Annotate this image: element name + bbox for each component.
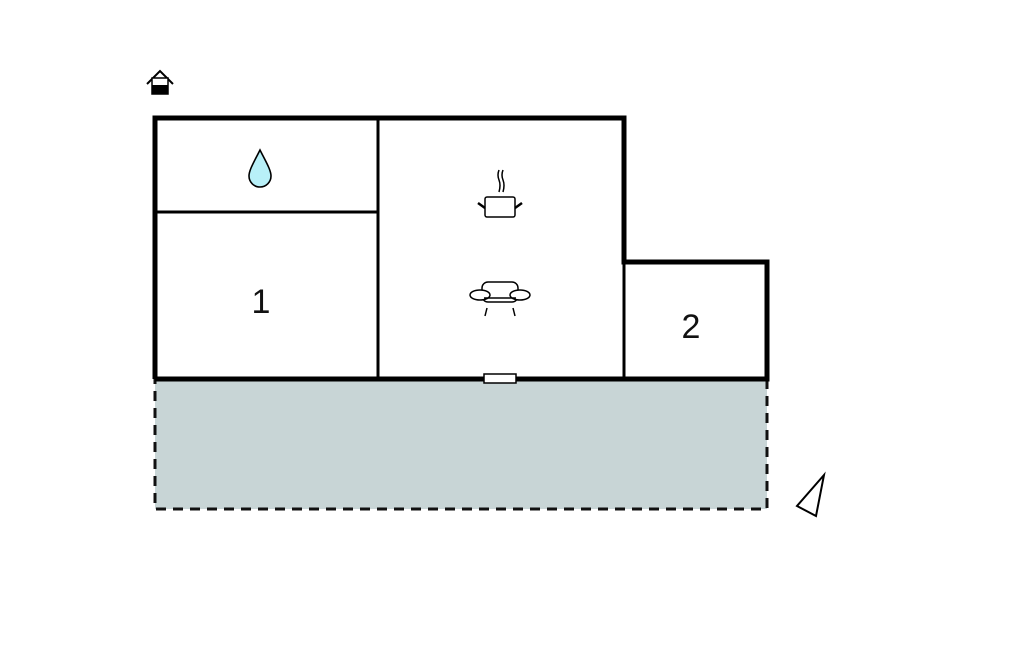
north-arrow-icon: [795, 471, 826, 518]
outer-wall: [152, 115, 770, 382]
house-entrance-icon: [146, 69, 174, 95]
room-label-1: 1: [252, 283, 271, 321]
water-drop-icon: [248, 148, 272, 188]
cooking-pot-icon: [477, 169, 523, 218]
terrace: [153, 377, 769, 511]
room-label-2: 2: [682, 308, 701, 346]
door: [483, 373, 517, 384]
sofa-icon: [469, 281, 531, 317]
